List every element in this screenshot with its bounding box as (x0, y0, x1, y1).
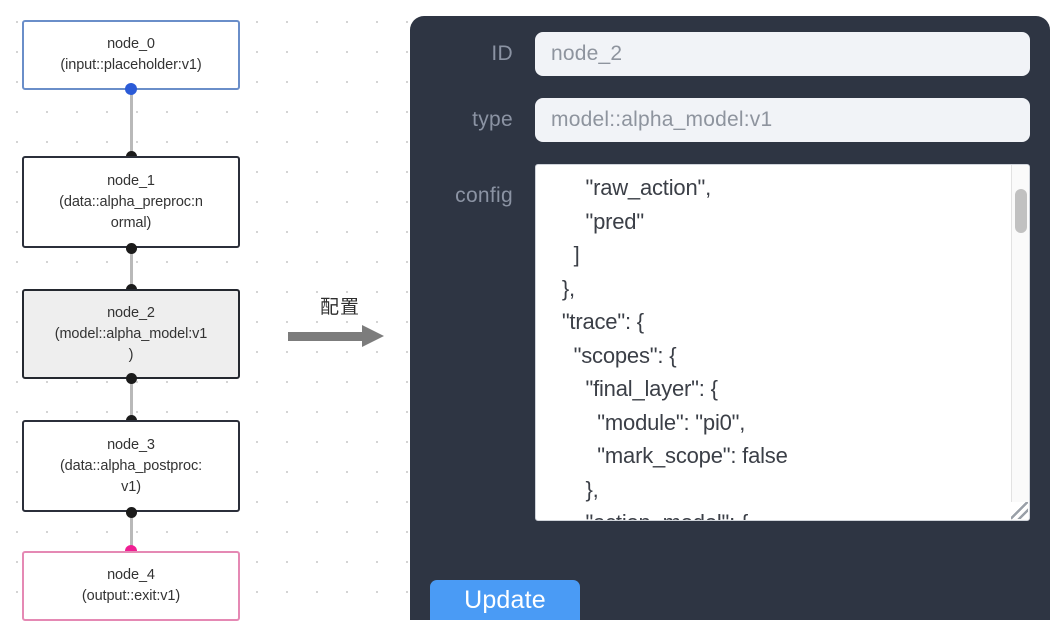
type-field-row: type model::alpha_model:v1 (430, 98, 1030, 142)
config-scrollbar-thumb[interactable] (1014, 189, 1027, 233)
edge-node2-node3 (130, 378, 133, 420)
node_2-subtitle: (model::alpha_model:v1) (54, 325, 208, 363)
annotation-label: 配置 (319, 296, 360, 318)
node_4-title: node_4 (107, 567, 155, 583)
node_1-title: node_1 (107, 172, 155, 189)
config-label: config (455, 184, 513, 207)
id-label: ID (491, 42, 513, 65)
node_2-title: node_2 (107, 304, 155, 321)
graph-node-node_2[interactable]: node_2 (model::alpha_model:v1) (22, 289, 240, 379)
config-textarea[interactable]: "raw_action", "pred" ] }, "trace": { "sc… (535, 164, 1030, 521)
type-label: type (472, 108, 513, 131)
node_0-subtitle: (input::placeholder:v1) (60, 57, 202, 73)
arrow-shaft (288, 332, 364, 341)
edge-node0-node1 (130, 88, 133, 158)
id-input[interactable]: node_2 (535, 32, 1030, 76)
node_1-output-port[interactable] (125, 242, 137, 254)
config-textarea-content[interactable]: "raw_action", "pred" ] }, "trace": { "sc… (561, 175, 788, 520)
node-graph[interactable]: node_0 (input::placeholder:v1) node_1 (d… (0, 0, 270, 643)
id-field-row: ID node_2 (430, 32, 1030, 76)
node_3-subtitle: (data::alpha_postproc:v1) (59, 457, 203, 495)
node_0-title: node_0 (107, 36, 155, 52)
right-arrow-icon (288, 325, 392, 347)
arrow-head (362, 325, 384, 347)
node_0-output-port[interactable] (125, 83, 137, 95)
node-inspector-panel: ID node_2 type model::alpha_model:v1 con… (410, 16, 1050, 620)
edge-node3-node4 (130, 512, 133, 552)
config-scrollbar[interactable] (1011, 165, 1029, 520)
node_3-output-port[interactable] (125, 506, 137, 518)
graph-node-node_4[interactable]: node_4 (output::exit:v1) (22, 551, 240, 621)
node_2-output-port[interactable] (125, 372, 137, 384)
edge-node1-node2 (130, 248, 133, 290)
graph-node-node_0[interactable]: node_0 (input::placeholder:v1) (22, 20, 240, 90)
config-field-row: config "raw_action", "pred" ] }, "trace"… (430, 164, 1030, 521)
node_4-subtitle: (output::exit:v1) (81, 588, 181, 604)
type-input[interactable]: model::alpha_model:v1 (535, 98, 1030, 142)
update-button[interactable]: Update (430, 580, 580, 620)
resize-grip-icon[interactable] (1011, 502, 1028, 519)
graph-node-node_3[interactable]: node_3 (data::alpha_postproc:v1) (22, 420, 240, 512)
annotation-config: 配置 (288, 295, 392, 347)
node_3-title: node_3 (107, 436, 155, 453)
